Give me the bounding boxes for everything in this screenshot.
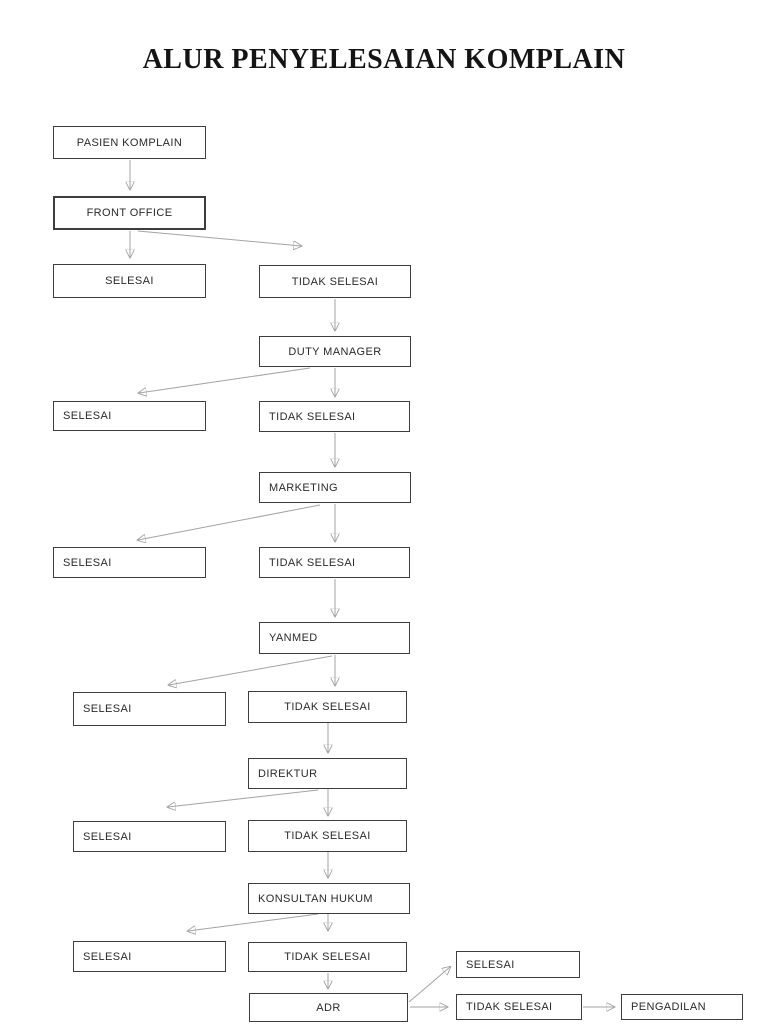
node-tidak-selesai-front-office: TIDAK SELESAI (259, 265, 411, 298)
arrow-adr-to-selesai (408, 967, 450, 1003)
node-marketing: MARKETING (259, 472, 411, 503)
page-title: ALUR PENYELESAIAN KOMPLAIN (142, 44, 626, 75)
node-duty-manager: DUTY MANAGER (259, 336, 411, 367)
node-tidak-selesai-direktur: TIDAK SELESAI (248, 820, 407, 852)
node-tidak-selesai-konsultan-hukum: TIDAK SELESAI (248, 942, 407, 972)
node-tidak-selesai-yanmed: TIDAK SELESAI (248, 691, 407, 723)
arrow-konsultan-hukum-to-selesai (188, 913, 319, 931)
node-selesai-duty-manager: SELESAI (53, 401, 206, 431)
arrow-direktur-to-selesai (168, 789, 319, 807)
node-konsultan-hukum: KONSULTAN HUKUM (248, 883, 410, 914)
node-selesai-yanmed: SELESAI (73, 692, 226, 726)
node-selesai-direktur: SELESAI (73, 821, 226, 852)
node-pasien-komplain: PASIEN KOMPLAIN (53, 126, 206, 159)
node-selesai-front-office: SELESAI (53, 264, 206, 298)
arrow-duty-manager-to-selesai (139, 367, 311, 393)
node-direktur: DIREKTUR (248, 758, 407, 789)
node-tidak-selesai-marketing: TIDAK SELESAI (259, 547, 410, 578)
node-selesai-adr: SELESAI (456, 951, 580, 978)
arrow-front-office-to-tidak-selesai (137, 230, 301, 246)
node-pengadilan: PENGADILAN (621, 994, 743, 1020)
node-selesai-marketing: SELESAI (53, 547, 206, 578)
node-yanmed: YANMED (259, 622, 410, 654)
node-tidak-selesai-duty-manager: TIDAK SELESAI (259, 401, 410, 432)
node-front-office: FRONT OFFICE (53, 196, 206, 230)
node-tidak-selesai-adr: TIDAK SELESAI (456, 994, 582, 1020)
node-adr: ADR (249, 993, 408, 1022)
arrow-yanmed-to-selesai (169, 655, 333, 685)
node-selesai-konsultan-hukum: SELESAI (73, 941, 226, 972)
arrow-marketing-to-selesai (138, 504, 321, 540)
